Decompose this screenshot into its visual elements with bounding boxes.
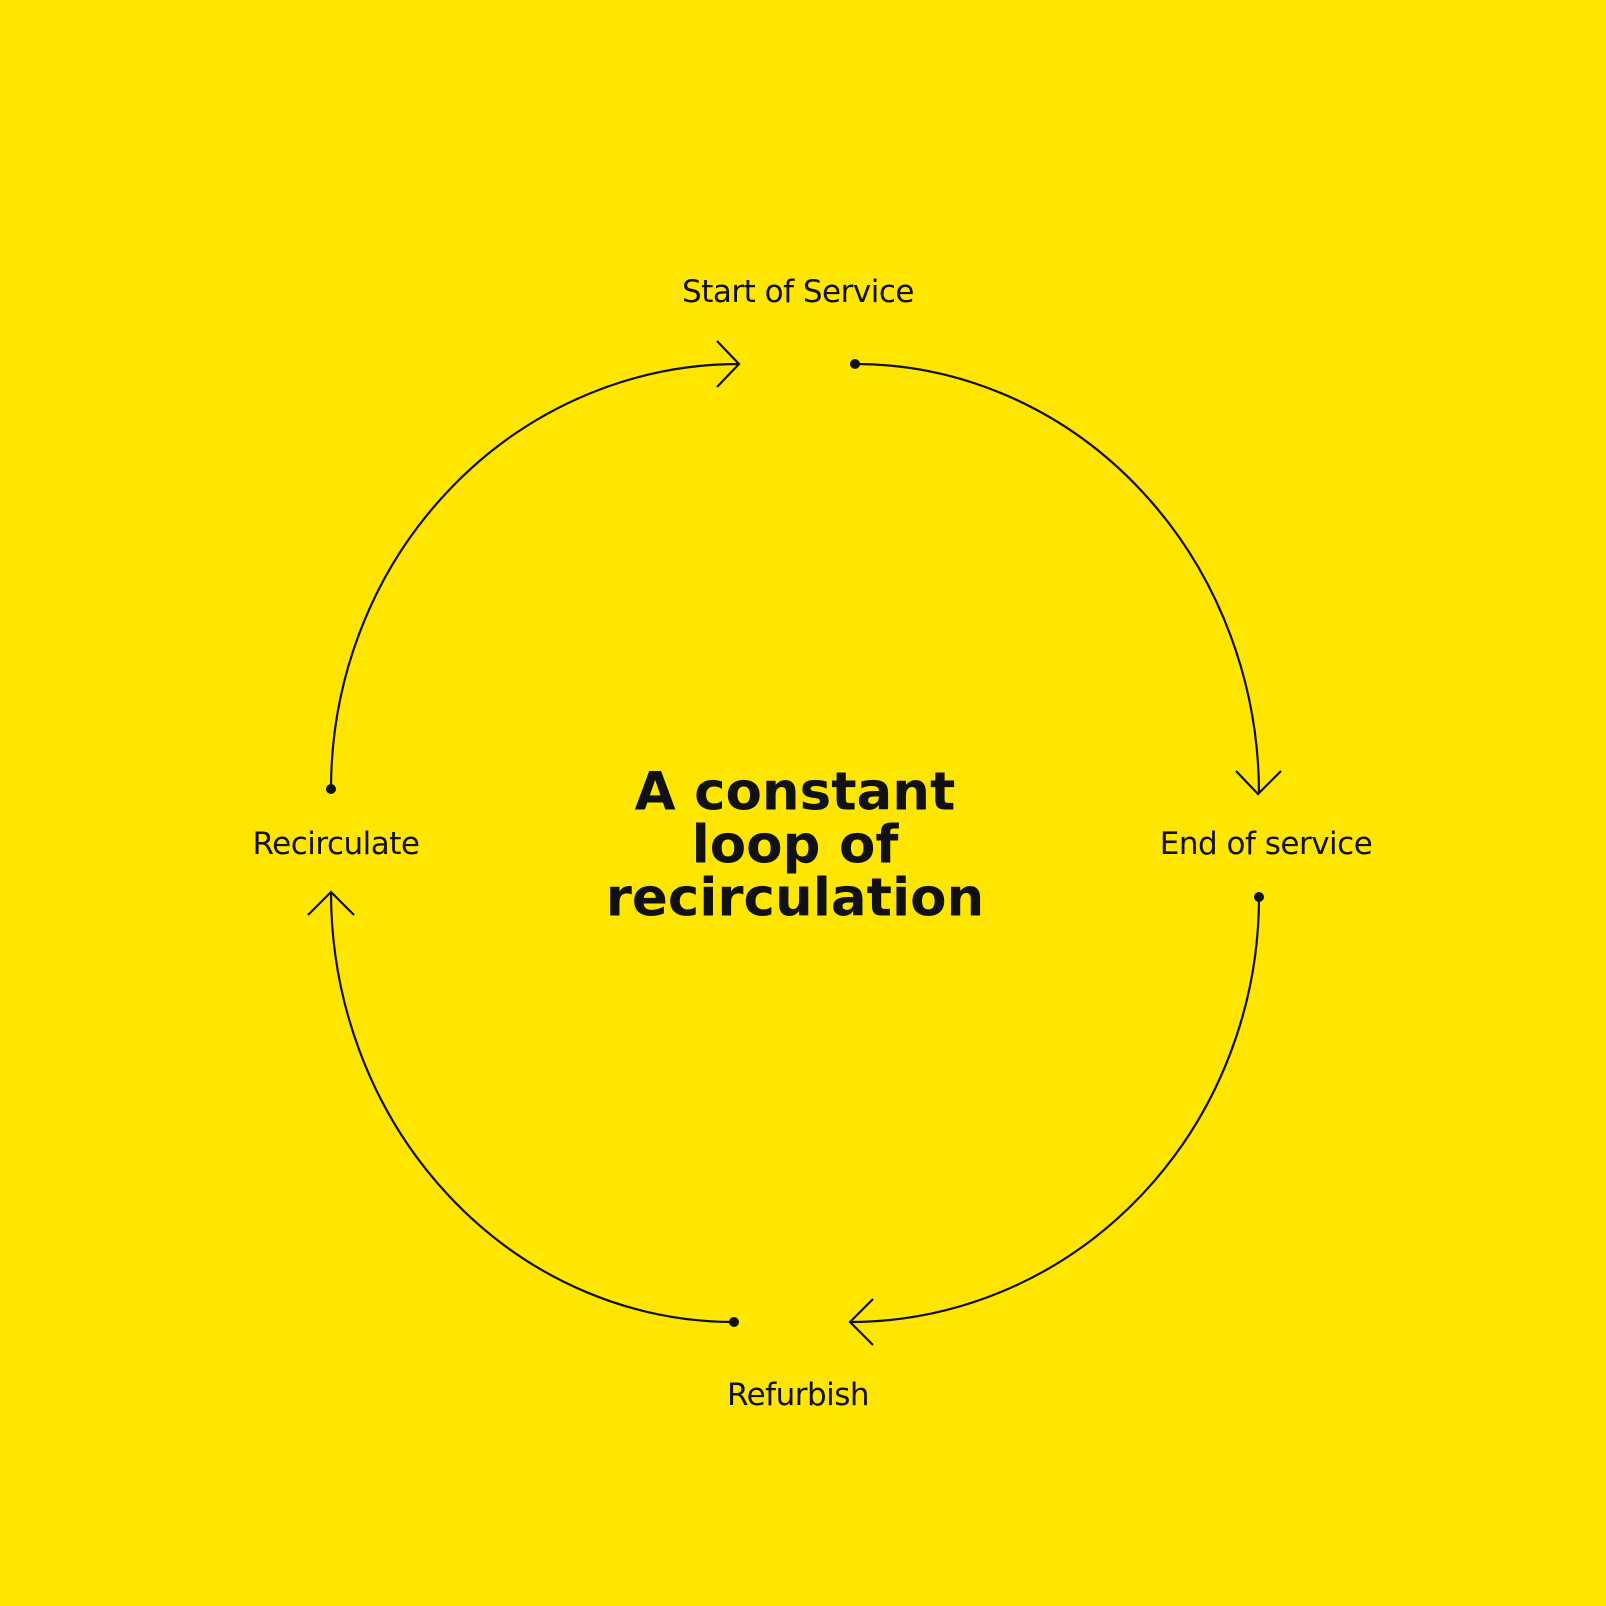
stage-end-of-service: End of service (1159, 826, 1373, 862)
arc-end-to-refurbish (849, 896, 1261, 1324)
diagram-title: A constant loop of recirculation (606, 766, 985, 925)
dot-bottom-icon (729, 1317, 739, 1327)
stage-recirculate: Recirculate (252, 826, 420, 862)
stage-start-of-service: Start of Service (682, 274, 914, 310)
arrowhead-right-icon (1235, 770, 1282, 796)
title-line: recirculation (605, 867, 985, 929)
dot-right-icon (1254, 892, 1264, 902)
arrowhead-top-icon (716, 340, 741, 388)
stage-refurbish: Refurbish (726, 1377, 870, 1413)
dot-top-icon (850, 359, 860, 369)
arc-refurbish-to-recirculate (329, 891, 735, 1324)
dot-left-icon (326, 784, 336, 794)
arc-recirculate-to-start (329, 362, 740, 790)
arc-start-to-end (854, 362, 1261, 795)
arrowhead-bottom-icon (848, 1298, 874, 1346)
arrowhead-left-icon (307, 890, 355, 916)
title-line: loop of (691, 814, 899, 876)
title-line: A constant (634, 761, 956, 823)
